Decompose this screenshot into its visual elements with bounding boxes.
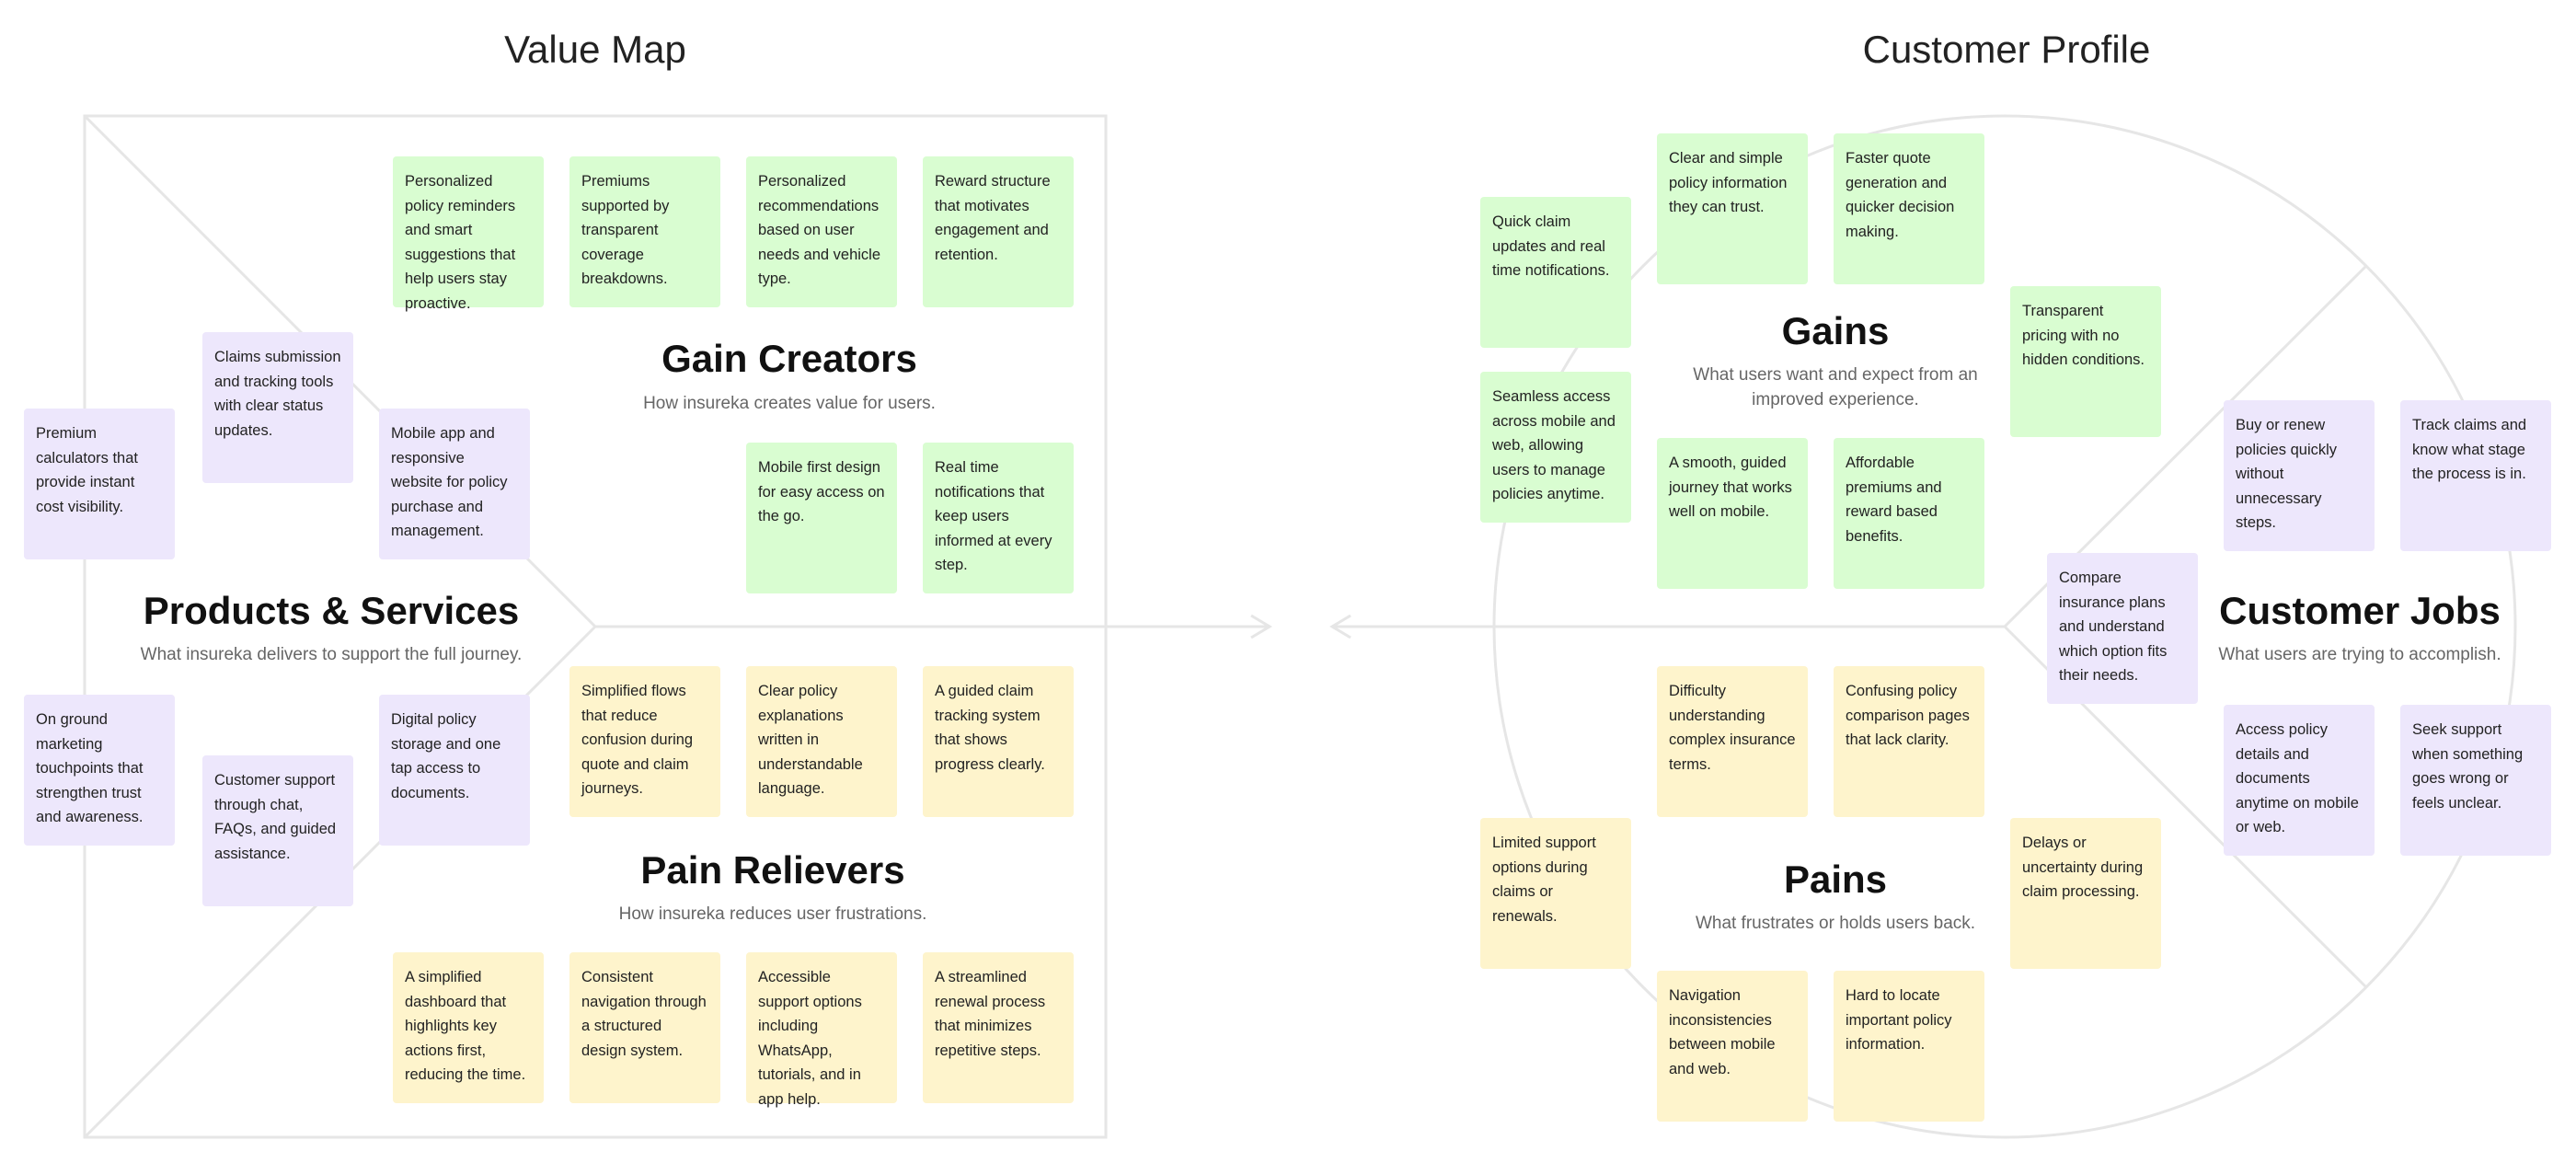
gain-note[interactable]: Transparent pricing with no hidden condi… bbox=[2010, 286, 2161, 437]
customer-jobs-subtitle: What users are trying to accomplish. bbox=[2218, 645, 2501, 664]
pain-reliever-note[interactable]: A streamlined renewal process that minim… bbox=[923, 952, 1074, 1103]
gain-note[interactable]: A smooth, guided journey that works well… bbox=[1657, 438, 1808, 589]
product-service-note[interactable]: Digital policy storage and one tap acces… bbox=[379, 695, 530, 846]
pain-note[interactable]: Limited support options during claims or… bbox=[1480, 818, 1631, 969]
pain-relievers-subtitle: How insureka reduces user frustrations. bbox=[618, 904, 927, 924]
gain-note[interactable]: Affordable premiums and reward based ben… bbox=[1834, 438, 1984, 589]
gain-creators-subtitle: How insureka creates value for users. bbox=[643, 394, 936, 413]
gain-creator-note[interactable]: Reward structure that motivates engageme… bbox=[923, 156, 1074, 307]
customer-job-note[interactable]: Track claims and know what stage the pro… bbox=[2400, 400, 2551, 551]
pain-reliever-note[interactable]: Clear policy explanations written in und… bbox=[746, 666, 897, 817]
arrow-left-icon bbox=[1329, 614, 1351, 639]
pain-note[interactable]: Hard to locate important policy informat… bbox=[1834, 971, 1984, 1122]
products-services-subtitle: What insureka delivers to support the fu… bbox=[140, 645, 523, 664]
pains-subtitle: What frustrates or holds users back. bbox=[1695, 914, 1976, 933]
gains-subtitle: What users want and expect from an impro… bbox=[1693, 365, 1978, 409]
gain-creator-note[interactable]: Premiums supported by transparent covera… bbox=[569, 156, 720, 307]
customer-job-note[interactable]: Compare insurance plans and understand w… bbox=[2047, 553, 2198, 704]
gain-creator-note[interactable]: Real time notifications that keep users … bbox=[923, 443, 1074, 593]
pain-note[interactable]: Difficulty understanding complex insuran… bbox=[1657, 666, 1808, 817]
customer-job-note[interactable]: Buy or renew policies quickly without un… bbox=[2224, 400, 2375, 551]
pain-note[interactable]: Delays or uncertainty during claim proce… bbox=[2010, 818, 2161, 969]
product-service-note[interactable]: Mobile app and responsive website for po… bbox=[379, 409, 530, 559]
product-service-note[interactable]: Customer support through chat, FAQs, and… bbox=[202, 755, 353, 906]
pain-note[interactable]: Confusing policy comparison pages that l… bbox=[1834, 666, 1984, 817]
customer-job-note[interactable]: Access policy details and documents anyt… bbox=[2224, 705, 2375, 856]
pain-reliever-note[interactable]: A guided claim tracking system that show… bbox=[923, 666, 1074, 817]
gain-note[interactable]: Quick claim updates and real time notifi… bbox=[1480, 197, 1631, 348]
pain-relievers-title: Pain Relievers bbox=[640, 848, 905, 892]
pain-note[interactable]: Navigation inconsistencies between mobil… bbox=[1657, 971, 1808, 1122]
product-service-note[interactable]: Premium calculators that provide instant… bbox=[24, 409, 175, 559]
pain-reliever-note[interactable]: Consistent navigation through a structur… bbox=[569, 952, 720, 1103]
pains-title: Pains bbox=[1783, 858, 1888, 901]
gain-creators-title: Gain Creators bbox=[661, 337, 917, 380]
product-service-note[interactable]: Claims submission and tracking tools wit… bbox=[202, 332, 353, 483]
gain-creator-note[interactable]: Personalized recommendations based on us… bbox=[746, 156, 897, 307]
customer-job-note[interactable]: Seek support when something goes wrong o… bbox=[2400, 705, 2551, 856]
gain-creator-note[interactable]: Mobile first design for easy access on t… bbox=[746, 443, 897, 593]
gain-note[interactable]: Seamless access across mobile and web, a… bbox=[1480, 372, 1631, 523]
products-services-title: Products & Services bbox=[143, 589, 520, 632]
customer-profile-title: Customer Profile bbox=[1862, 28, 2151, 71]
gain-note[interactable]: Clear and simple policy information they… bbox=[1657, 133, 1808, 284]
gain-note[interactable]: Faster quote generation and quicker deci… bbox=[1834, 133, 1984, 284]
pain-reliever-note[interactable]: Simplified flows that reduce confusion d… bbox=[569, 666, 720, 817]
value-map-title: Value Map bbox=[504, 28, 686, 71]
pain-reliever-note[interactable]: Accessible support options including Wha… bbox=[746, 952, 897, 1108]
gains-title: Gains bbox=[1781, 309, 1890, 352]
pain-reliever-note[interactable]: A simplified dashboard that highlights k… bbox=[393, 952, 544, 1103]
gain-creator-note[interactable]: Personalized policy reminders and smart … bbox=[393, 156, 544, 312]
product-service-note[interactable]: On ground marketing touchpoints that str… bbox=[24, 695, 175, 846]
customer-jobs-title: Customer Jobs bbox=[2219, 589, 2501, 632]
arrow-right-icon bbox=[1250, 614, 1272, 639]
